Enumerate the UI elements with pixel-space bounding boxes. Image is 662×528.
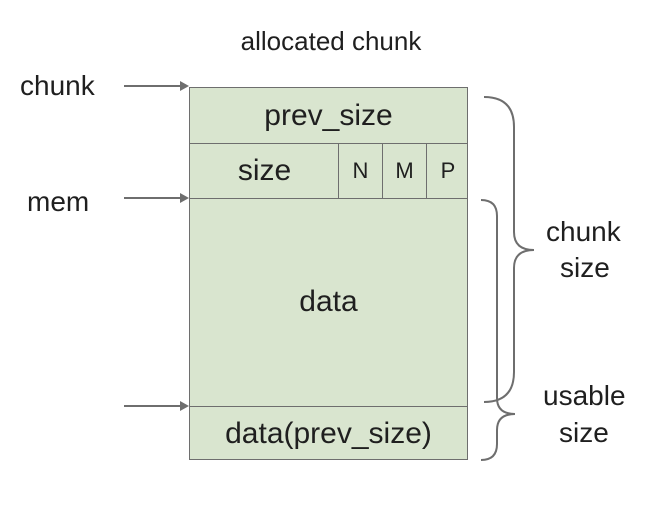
chunk-box: prev_size size N M P data data(prev_size…: [189, 87, 468, 460]
usable-size-label-1: usable: [543, 380, 626, 411]
prev-size-label: prev_size: [264, 98, 393, 132]
divider-size-n: [338, 143, 339, 198]
divider-data: [190, 406, 467, 407]
data-end-arrow-head: [180, 401, 189, 411]
flag-m: M: [383, 143, 426, 198]
flag-n: N: [339, 143, 382, 198]
divider-n-m: [382, 143, 383, 198]
chunk-arrow-head: [180, 81, 189, 91]
flag-p: P: [427, 143, 469, 198]
data-label: data: [299, 285, 358, 318]
divider-m-p: [426, 143, 427, 198]
divider-prev-size: [190, 143, 467, 144]
chunk-size-brace: [483, 96, 535, 403]
chunk-pointer-label: chunk: [20, 70, 95, 101]
next-prev-size-field: data(prev_size): [190, 406, 467, 461]
flag-m-label: M: [395, 157, 414, 183]
mem-pointer-label: mem: [27, 186, 90, 217]
size-label: size: [237, 153, 292, 187]
size-field: size: [190, 143, 339, 198]
usable-size-label-2: size: [559, 417, 609, 448]
divider-size: [190, 198, 467, 199]
chunk-size-label-2: size: [560, 252, 610, 283]
mem-arrow-head: [180, 193, 189, 203]
flag-p-label: P: [440, 157, 456, 183]
flag-n-label: N: [352, 157, 369, 183]
prev-size-field: prev_size: [190, 88, 467, 143]
usable-size-brace: [480, 199, 516, 461]
diagram-title: allocated chunk: [0, 26, 662, 57]
next-prev-size-label: data(prev_size): [225, 416, 432, 450]
chunk-size-label-1: chunk: [546, 216, 621, 247]
diagram-title-text: allocated chunk: [240, 26, 422, 56]
data-field: data: [190, 198, 467, 406]
